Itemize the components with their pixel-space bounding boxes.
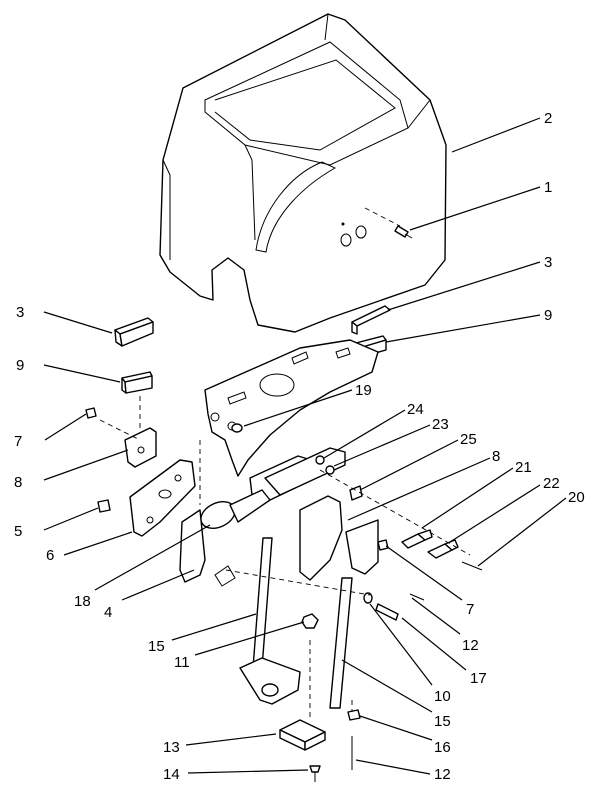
mounting-bracket	[204, 339, 379, 477]
callout-15-right: 15	[434, 713, 451, 730]
callout-21: 21	[515, 459, 532, 476]
clip-3-right	[351, 305, 391, 335]
clip-3-left	[114, 317, 154, 347]
plate-13	[279, 719, 326, 751]
callout-25: 25	[460, 431, 477, 448]
callout-17: 17	[470, 670, 487, 687]
callout-10: 10	[434, 688, 451, 705]
callout-8-right: 8	[492, 448, 500, 465]
callout-13: 13	[163, 739, 180, 756]
pin-17	[375, 603, 399, 621]
callout-1: 1	[544, 179, 552, 196]
screw-7-right	[377, 539, 389, 551]
callout-8-left: 8	[14, 474, 22, 491]
callout-20: 20	[568, 489, 585, 506]
right-plate	[299, 495, 379, 581]
callout-15-left: 15	[148, 638, 165, 655]
callout-7-right: 7	[466, 601, 474, 618]
plate-6	[129, 459, 196, 537]
callout-24: 24	[407, 401, 424, 418]
callout-4: 4	[104, 604, 112, 621]
callout-12-upper: 12	[462, 637, 479, 654]
callout-16: 16	[434, 739, 451, 756]
callout-23: 23	[432, 416, 449, 433]
switch-22	[427, 539, 459, 559]
callout-6: 6	[46, 547, 54, 564]
spacer-19	[231, 423, 243, 433]
assembly-lines	[99, 419, 471, 720]
callout-3-right: 3	[544, 254, 552, 271]
callout-7-left: 7	[14, 433, 22, 450]
pin-12a	[409, 593, 425, 601]
bracket-8-left	[124, 427, 157, 468]
nut-23	[325, 465, 335, 475]
callout-9-right: 9	[544, 307, 552, 324]
callout-18: 18	[74, 593, 91, 610]
callout-3-left: 3	[16, 304, 24, 321]
nut-11	[301, 613, 319, 629]
callout-2: 2	[544, 110, 552, 127]
bolt-14	[309, 765, 321, 782]
screw-1	[394, 225, 413, 239]
console-cover	[159, 13, 447, 333]
callout-labels: 2 1 3 9 3 9 19 24 23 25 8 21 22 20 7 8 5…	[14, 110, 585, 783]
bracket-4	[179, 509, 236, 587]
spacer-25	[349, 485, 363, 501]
callout-14: 14	[163, 766, 180, 783]
screw-5	[97, 499, 111, 513]
callout-12-lower: 12	[434, 766, 451, 783]
pedal-shaft	[239, 657, 301, 705]
callout-22: 22	[543, 475, 560, 492]
callout-11: 11	[174, 654, 190, 671]
callout-19: 19	[355, 382, 372, 399]
switch-21	[401, 529, 433, 549]
link-15-left	[252, 537, 273, 669]
washer-10	[363, 592, 373, 604]
callout-9-left: 9	[16, 357, 24, 374]
nut-24	[315, 455, 325, 465]
screw-7-left	[85, 407, 97, 419]
callout-5: 5	[14, 523, 22, 540]
pin-20	[461, 561, 483, 571]
link-15-right	[329, 577, 353, 709]
leader-lines	[43, 117, 567, 775]
lever-arm	[200, 447, 346, 529]
bolt-16	[347, 709, 361, 721]
clip-9-left	[121, 371, 153, 430]
